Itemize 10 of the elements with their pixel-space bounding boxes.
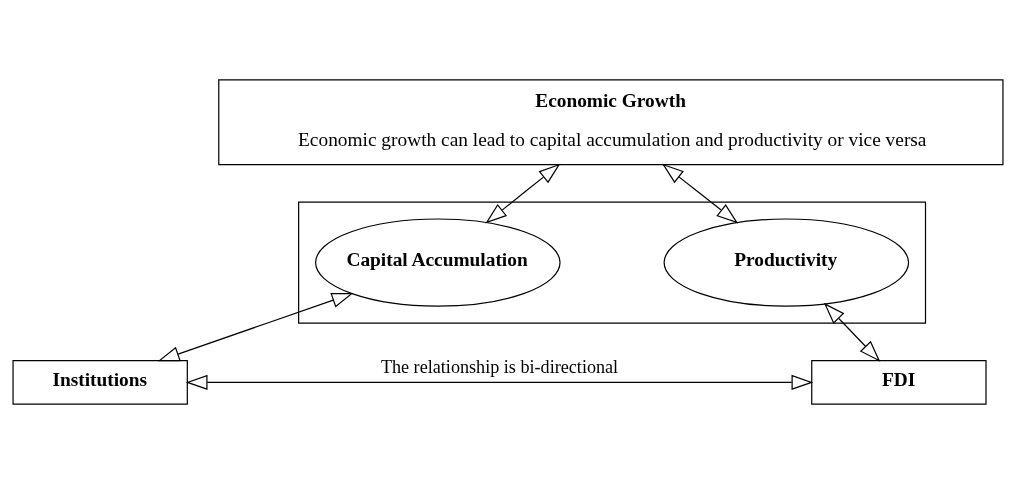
- node-box: Institutions: [12, 359, 188, 405]
- edge-label: The relationship is bi-directional: [380, 356, 619, 377]
- node-box: Economic Growth Economic growth can lead to capital accumulation and productivity or vice versa: [218, 78, 1004, 165]
- node-ellipse: Productivity: [663, 217, 910, 307]
- node-box: FDI: [811, 359, 987, 405]
- arrow: [485, 163, 561, 223]
- arrow: [157, 292, 354, 361]
- arrow: [823, 302, 881, 362]
- arrow: [662, 163, 739, 223]
- arrow: [185, 374, 814, 390]
